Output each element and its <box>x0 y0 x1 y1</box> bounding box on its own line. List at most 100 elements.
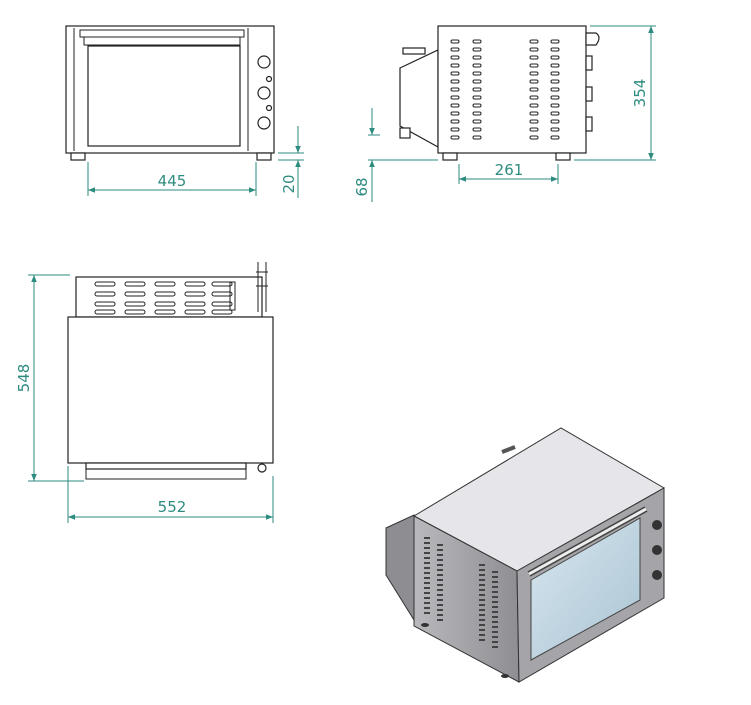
vent-slot <box>211 281 233 287</box>
dimension-label: 20 <box>280 174 298 193</box>
dimension-label: 68 <box>353 177 371 196</box>
vent-slot <box>479 634 485 636</box>
vent-slot <box>437 579 443 581</box>
vent-slot <box>529 127 539 132</box>
vent-slot <box>479 624 485 626</box>
top-vents <box>94 281 233 315</box>
vent-slot <box>479 609 485 611</box>
vent-slot <box>550 111 560 116</box>
rear-section <box>75 276 263 318</box>
vent-slot <box>529 111 539 116</box>
vent-slot <box>450 63 460 68</box>
door-handle <box>85 462 247 470</box>
dimension-height: 354 <box>574 25 656 161</box>
side-vents <box>424 537 498 648</box>
vent-slot <box>424 612 430 614</box>
vent-slot <box>550 103 560 108</box>
vent-slot <box>437 544 443 546</box>
vent-slot <box>492 591 498 593</box>
vent-slot <box>472 87 482 92</box>
dimension-side-clearance: 68 <box>353 108 438 202</box>
vent-slot <box>550 63 560 68</box>
vent-slot <box>154 281 176 287</box>
knob-icon <box>652 570 662 580</box>
knob-icon <box>257 86 271 100</box>
vent-slot <box>424 602 430 604</box>
indicator-light-icon <box>265 104 273 112</box>
vent-slot <box>437 609 443 611</box>
vent-slot <box>550 39 560 44</box>
vent-slot <box>529 47 539 52</box>
knob-side <box>585 116 593 132</box>
vent-slot <box>479 639 485 641</box>
vent-slot <box>529 119 539 124</box>
door-window <box>87 45 241 147</box>
vent-slot <box>154 301 176 307</box>
vent-slot <box>479 564 485 566</box>
indicator-light-icon <box>265 75 273 83</box>
vent-slot <box>529 103 539 108</box>
vent-slot <box>550 71 560 76</box>
vent-slot <box>492 636 498 638</box>
vent-slot <box>424 607 430 609</box>
vent-slot <box>450 71 460 76</box>
vent-slot <box>184 281 206 287</box>
vent-slot <box>211 309 233 315</box>
vent-slot <box>529 55 539 60</box>
vent-slot <box>450 87 460 92</box>
vent-slot <box>154 291 176 297</box>
vent-slot <box>472 119 482 124</box>
vent-slot <box>124 291 146 297</box>
door-handle <box>83 36 241 46</box>
vent-slot <box>437 594 443 596</box>
vent-slot <box>450 111 460 116</box>
handle-side <box>585 32 600 46</box>
control-knobs <box>257 55 273 130</box>
dimension-label: 354 <box>631 79 649 108</box>
vent-slot <box>472 95 482 100</box>
vent-slot <box>472 39 482 44</box>
vent-slot <box>154 309 176 315</box>
vent-slot <box>424 597 430 599</box>
vent-slot <box>479 594 485 596</box>
vent-slot <box>479 614 485 616</box>
vent-slot <box>94 291 116 297</box>
vent-slot <box>492 621 498 623</box>
vent-slot <box>437 574 443 576</box>
dimension-label: 552 <box>158 498 187 516</box>
foot <box>442 152 458 161</box>
vent-slot <box>472 111 482 116</box>
vent-slot <box>450 79 460 84</box>
vent-slot <box>437 604 443 606</box>
vent-slot <box>492 616 498 618</box>
foot <box>256 152 272 161</box>
vent-slot <box>550 47 560 52</box>
vent-slot <box>472 55 482 60</box>
vent-slot <box>550 79 560 84</box>
vent-slot <box>184 291 206 297</box>
foot <box>70 152 86 161</box>
vent-slot <box>437 554 443 556</box>
vent-slot <box>479 604 485 606</box>
vent-slot <box>492 626 498 628</box>
vent-slot <box>424 592 430 594</box>
door-window <box>530 517 641 661</box>
power-plug-icon <box>256 262 268 312</box>
vent-slot <box>479 599 485 601</box>
vent-slot <box>479 619 485 621</box>
vent-slot <box>424 582 430 584</box>
vent-slot <box>479 584 485 586</box>
dimension-depth: 548 <box>15 274 84 482</box>
vent-slot <box>492 576 498 578</box>
vent-slot <box>529 79 539 84</box>
knob-side <box>585 86 593 102</box>
foot <box>555 152 571 161</box>
dimension-label: 548 <box>15 364 33 393</box>
vent-slot <box>437 589 443 591</box>
vent-slot <box>124 281 146 287</box>
vent-slot <box>184 301 206 307</box>
vent-slot <box>450 47 460 52</box>
dimension-label: 261 <box>495 161 524 179</box>
vent-slot <box>184 309 206 315</box>
vent-slot <box>424 567 430 569</box>
